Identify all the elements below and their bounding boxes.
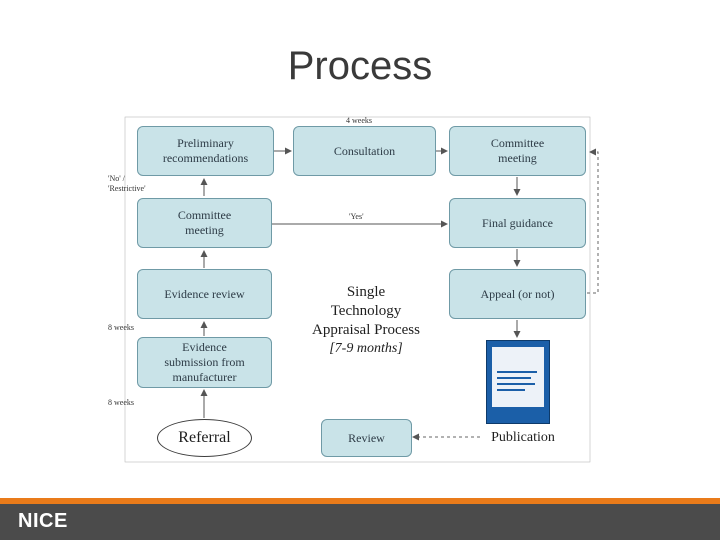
- center-title: Single Technology Appraisal Process: [312, 284, 420, 338]
- label-eight-weeks-b: 8 weeks: [108, 398, 134, 407]
- box-final-guidance: Final guidance: [449, 198, 586, 248]
- center-duration: [7-9 months]: [329, 341, 403, 356]
- center-caption: Single Technology Appraisal Process [7-9…: [294, 283, 438, 358]
- box-committee-meeting-mid: Committee meeting: [137, 198, 272, 248]
- footer: [0, 504, 720, 540]
- publication-label: Publication: [491, 430, 555, 445]
- label-four-weeks: 4 weeks: [346, 116, 372, 125]
- label-eight-weeks-a: 8 weeks: [108, 323, 134, 332]
- box-evidence-review: Evidence review: [137, 269, 272, 319]
- box-appeal: Appeal (or not): [449, 269, 586, 319]
- footer-accent-bar: [0, 498, 720, 504]
- nice-logo: NICE: [18, 510, 68, 532]
- diagram-frame: [124, 116, 591, 463]
- publication-cover-image: [486, 340, 550, 424]
- page-title: Process: [287, 44, 433, 88]
- box-consultation: Consultation: [293, 126, 436, 176]
- oval-referral: Referral: [157, 419, 252, 457]
- label-yes: 'Yes': [349, 212, 364, 221]
- box-review: Review: [321, 419, 412, 457]
- box-preliminary-recommendations: Preliminary recommendations: [137, 126, 274, 176]
- label-no-restrictive: 'No' / 'Restrictive': [108, 174, 146, 193]
- dashed-loop-appeal-to-committee: [587, 148, 599, 294]
- box-evidence-submission: Evidence submission from manufacturer: [137, 337, 272, 388]
- box-committee-meeting-top: Committee meeting: [449, 126, 586, 176]
